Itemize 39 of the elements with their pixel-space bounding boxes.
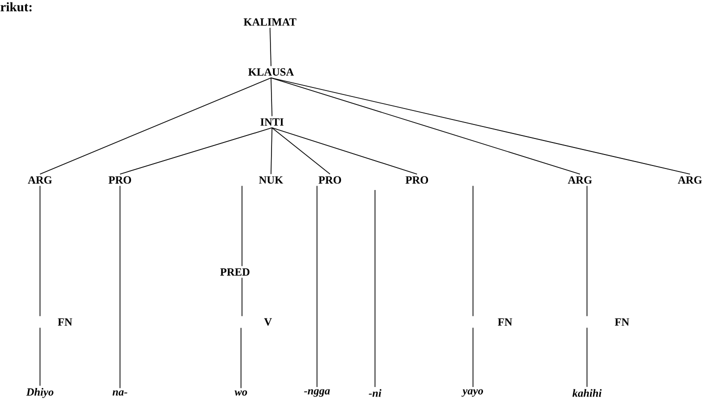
category-label: PRO [108,176,132,184]
tree-branch [270,77,580,174]
word-label: Dhiyo [26,388,54,398]
tree-branch [120,127,272,174]
tree-branch [270,127,272,175]
category-label: KLAUSA [248,68,294,76]
tree-branch [374,190,376,388]
word-label: -ni [368,389,382,397]
word-label: wo [234,390,248,396]
category-label: ARG [568,176,592,184]
word-label: kahihi [572,389,602,397]
category-label: INTI [260,118,284,126]
word-label: na- [112,390,128,396]
category-label: FN [498,318,512,326]
tree-branch [472,185,474,317]
tree-branch [472,327,474,388]
word-label: -ngga [304,389,330,397]
tree-branch [586,327,588,388]
category-label: V [264,318,272,326]
word-label: yayo [462,389,484,397]
tree-branch [40,77,272,174]
tree-branch [270,77,272,117]
tree-branch [272,127,330,174]
tree-branch [240,327,242,389]
tree-branch [586,185,588,317]
category-label: PRO [406,176,428,184]
category-label: ARG [28,176,52,184]
category-label: PRO [318,176,342,184]
tree-branch [270,27,272,66]
category-label: NUK [259,176,284,184]
category-label: PRED [220,268,250,276]
category-label: KALIMAT [244,18,296,26]
category-label: FN [58,318,72,326]
category-label: FN [614,318,630,326]
category-label: ARG [678,176,702,184]
tree-branch [270,77,690,174]
tree-branch [272,127,418,174]
tree-branch [316,185,318,388]
heading-text: rikut: [0,2,32,12]
